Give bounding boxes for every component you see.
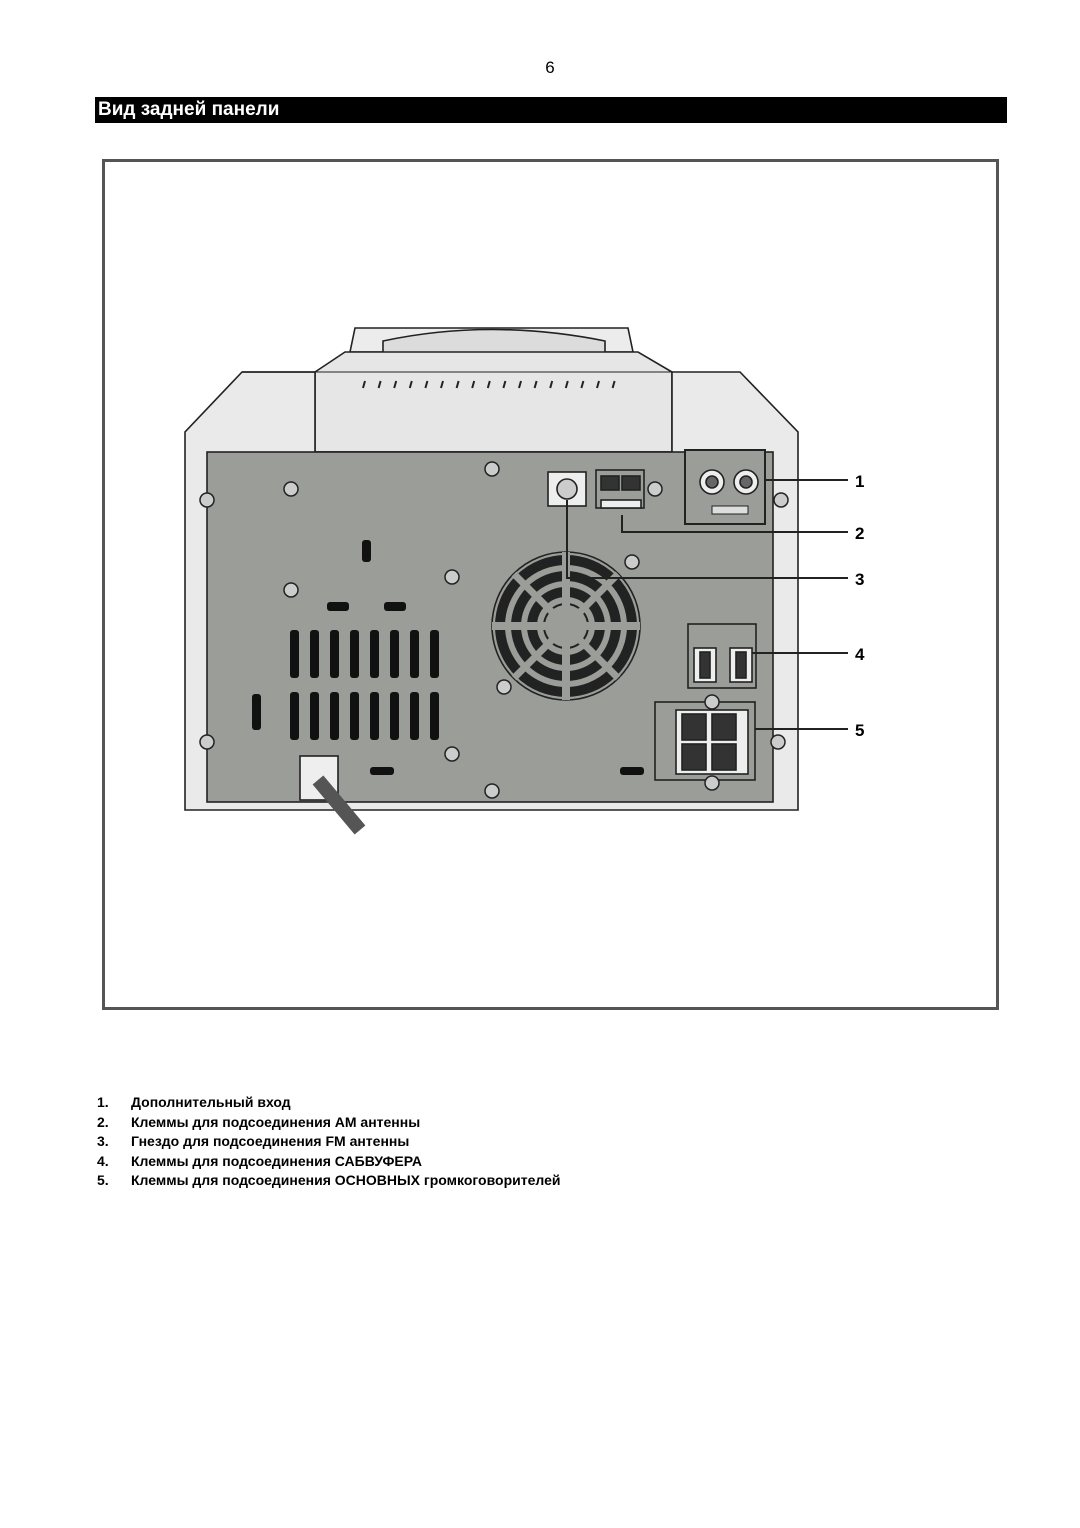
screw xyxy=(496,679,512,695)
cooling-fan xyxy=(491,551,641,701)
screw xyxy=(704,775,720,791)
callout-1: 1 xyxy=(855,472,864,491)
legend-item: 5. Клеммы для подсоединения ОСНОВНЫХ гром… xyxy=(97,1171,560,1191)
legend-item-number: 3. xyxy=(97,1133,109,1150)
screw xyxy=(199,734,215,750)
screw xyxy=(647,481,663,497)
legend-item-text: Гнездо для подсоединения FM антенны xyxy=(131,1133,410,1150)
page-number: 6 xyxy=(545,58,555,77)
screw xyxy=(484,783,500,799)
screw xyxy=(624,554,640,570)
screw xyxy=(484,461,500,477)
callout-2: 2 xyxy=(855,524,864,543)
power-cord xyxy=(312,775,366,835)
legend-item-text: Клеммы для подсоединения AM антенны xyxy=(131,1113,421,1130)
callout-5: 5 xyxy=(855,721,864,740)
screw xyxy=(283,481,299,497)
legend-item-number: 5. xyxy=(97,1172,109,1189)
screw xyxy=(444,746,460,762)
ventilation-slots xyxy=(252,540,644,775)
legend-item-text: Клеммы для подсоединения САБВУФЕРА xyxy=(131,1152,422,1169)
legend-item: 3. Гнездо для подсоединения FM антенны xyxy=(97,1132,560,1152)
legend-item: 4. Клеммы для подсоединения САБВУФЕРА xyxy=(97,1152,560,1172)
screw xyxy=(199,492,215,508)
screw xyxy=(770,734,786,750)
legend-item-number: 2. xyxy=(97,1113,109,1130)
legend-item-text: Клеммы для подсоединения ОСНОВНЫХ громко… xyxy=(131,1172,561,1189)
legend-item: 2. Клеммы для подсоединения AM антенны xyxy=(97,1113,560,1133)
section-title: Вид задней панели xyxy=(95,97,1007,123)
rear-panel-figure: 1 2 3 4 5 xyxy=(102,159,999,1010)
callout-3: 3 xyxy=(855,570,864,589)
screw xyxy=(704,694,720,710)
rear-panel-illustration: 1 2 3 4 5 xyxy=(184,327,865,835)
callout-4: 4 xyxy=(855,645,865,664)
screw xyxy=(773,492,789,508)
screw xyxy=(444,569,460,585)
legend-item: 1. Дополнительный вход xyxy=(97,1093,560,1113)
legend-item-text: Дополнительный вход xyxy=(131,1094,291,1110)
legend-list: 1. Дополнительный вход 2. Клеммы для подсо… xyxy=(97,1093,560,1191)
top-step xyxy=(314,351,673,453)
screw xyxy=(283,582,299,598)
legend-item-number: 4. xyxy=(97,1152,109,1169)
legend-item-number: 1. xyxy=(97,1094,109,1110)
